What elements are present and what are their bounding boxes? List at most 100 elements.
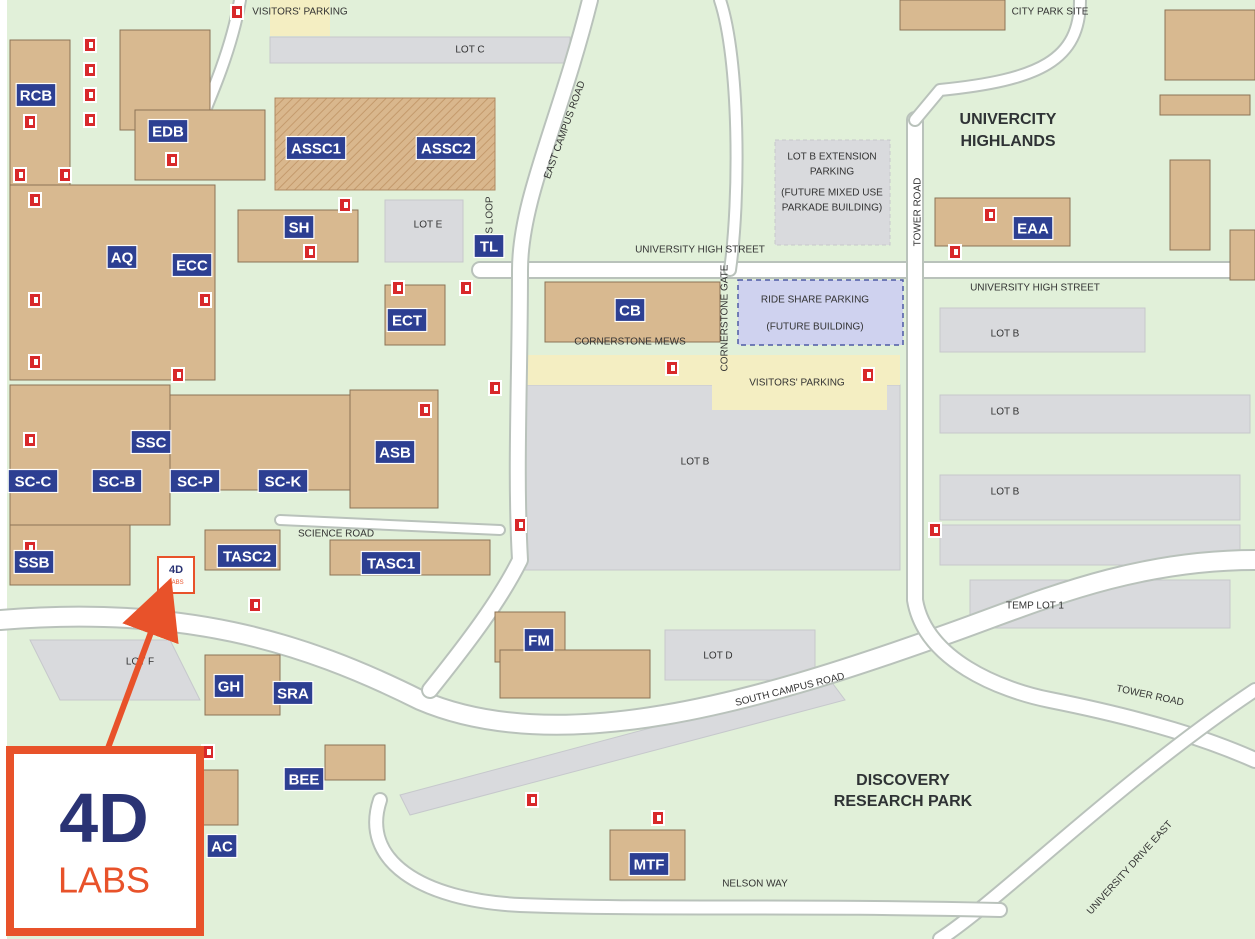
lot-d-label: LOT D [703,651,732,662]
building-label-sh[interactable]: SH [283,214,315,240]
building-label-bee[interactable]: BEE [283,766,325,792]
building-label-background [628,851,670,877]
ride-share-label-2: (FUTURE BUILDING) [766,322,863,333]
building-label-tl[interactable]: TL [473,233,505,259]
temp-lot-1-label: TEMP LOT 1 [1006,601,1064,612]
building-label-tasc2[interactable]: TASC2 [216,543,278,569]
building-label-text: SC-P [177,474,213,491]
building-label-sc-b[interactable]: SC-B [91,468,143,494]
building-label-text: SRA [277,686,309,703]
highlands-label-2: HIGHLANDS [960,133,1055,150]
building-label-sc-p[interactable]: SC-P [169,468,221,494]
building-label-mtf[interactable]: MTF [628,851,670,877]
parking-marker-icon [23,114,37,130]
lot-b-ext-label-4: PARKADE BUILDING) [782,203,882,214]
building-label-background [415,135,477,161]
building-label-ect[interactable]: ECT [386,307,428,333]
lot-b-label-1: LOT B [991,329,1020,340]
4d-labs-marker-line2: LABS [168,580,183,586]
parking-marker-icon [28,292,42,308]
building-label-background [13,549,55,575]
building-label-cb[interactable]: CB [614,297,646,323]
building-label-background [216,543,278,569]
building-label-sra[interactable]: SRA [272,680,314,706]
discovery-label-2: RESEARCH PARK [834,793,973,810]
building-label-background [169,468,221,494]
building-label-background [386,307,428,333]
lot-b-ext-label-3: (FUTURE MIXED USE [781,188,883,199]
building-label-background [206,833,238,859]
building-label-ecc[interactable]: ECC [171,252,213,278]
city-park-label: CITY PARK SITE [1012,7,1089,18]
parking-marker-icon [83,62,97,78]
discovery-label-1: DISCOVERY [856,772,950,789]
building-label-text: SC-C [15,474,52,491]
parking-lots [29,0,1251,816]
building-label-text: FM [528,633,550,650]
building-label-sc-k[interactable]: SC-K [257,468,309,494]
building-label-ssc[interactable]: SSC [130,429,172,455]
building-label-background [283,214,315,240]
building-label-text: ASSC1 [291,141,341,158]
cornerstone-mews-label: CORNERSTONE MEWS [574,337,686,348]
parking-marker-icon [488,380,502,396]
university-high-street-label-1: UNIVERSITY HIGH STREET [635,245,765,256]
callout-arrow [105,577,179,750]
4d-labs-marker-line1: 4D [169,564,183,576]
building-label-aq[interactable]: AQ [106,244,138,270]
building-label-asb[interactable]: ASB [374,439,416,465]
parking-marker-icon [83,87,97,103]
parking-marker-icon [28,192,42,208]
parking-marker-icon [665,360,679,376]
cornerstone-gate-label: CORNERSTONE GATE [720,264,731,371]
parking-marker-icon [459,280,473,296]
building-label-tasc1[interactable]: TASC1 [360,550,422,576]
bus-loop-label: BUS LOOP [485,196,496,247]
building-label-text: ASB [379,445,411,462]
building-label-gh[interactable]: GH [213,673,245,699]
building-label-assc2[interactable]: ASSC2 [415,135,477,161]
parking-marker-icon [525,792,539,808]
lot-b-label-main: LOT B [681,457,710,468]
building-label-background [272,680,314,706]
building-label-background [171,252,213,278]
parking-marker-icon [171,367,185,383]
building-label-background [283,766,325,792]
building-label-background [1012,215,1054,241]
building-label-ac[interactable]: AC [206,833,238,859]
building-label-sc-c[interactable]: SC-C [7,468,59,494]
parking-marker-icon [198,292,212,308]
building-label-text: ASSC2 [421,141,471,158]
building-label-edb[interactable]: EDB [147,118,189,144]
building-label-background [614,297,646,323]
building-label-eaa[interactable]: EAA [1012,215,1054,241]
building-label-background [257,468,309,494]
4d-labs-location-marker[interactable]: 4D LABS [157,556,195,594]
4d-labs-callout: 4D LABS [6,746,204,936]
building-label-ssb[interactable]: SSB [13,549,55,575]
building-label-text: TASC2 [223,549,271,566]
building-label-fm[interactable]: FM [523,627,555,653]
map-border-left [0,0,7,939]
building-label-text: AQ [111,250,134,267]
building-label-background [7,468,59,494]
building-label-text: SC-B [99,474,136,491]
parking-marker-icon [83,112,97,128]
building-label-background [285,135,347,161]
building-label-background [213,673,245,699]
building-label-text: SC-K [265,474,302,491]
building-label-assc1[interactable]: ASSC1 [285,135,347,161]
lot-b-label-2: LOT B [991,407,1020,418]
visitors-parking-label: VISITORS' PARKING [749,378,845,389]
nelson-way-label: NELSON WAY [722,879,788,890]
parking-marker-icon [165,152,179,168]
lot-b-label-3: LOT B [991,487,1020,498]
university-high-street-label-2: UNIVERSITY HIGH STREET [970,283,1100,294]
building-label-background [106,244,138,270]
parking-marker-icon [983,207,997,223]
building-label-text: SSB [19,555,50,572]
parking-marker-icon [23,432,37,448]
building-label-rcb[interactable]: RCB [15,82,57,108]
